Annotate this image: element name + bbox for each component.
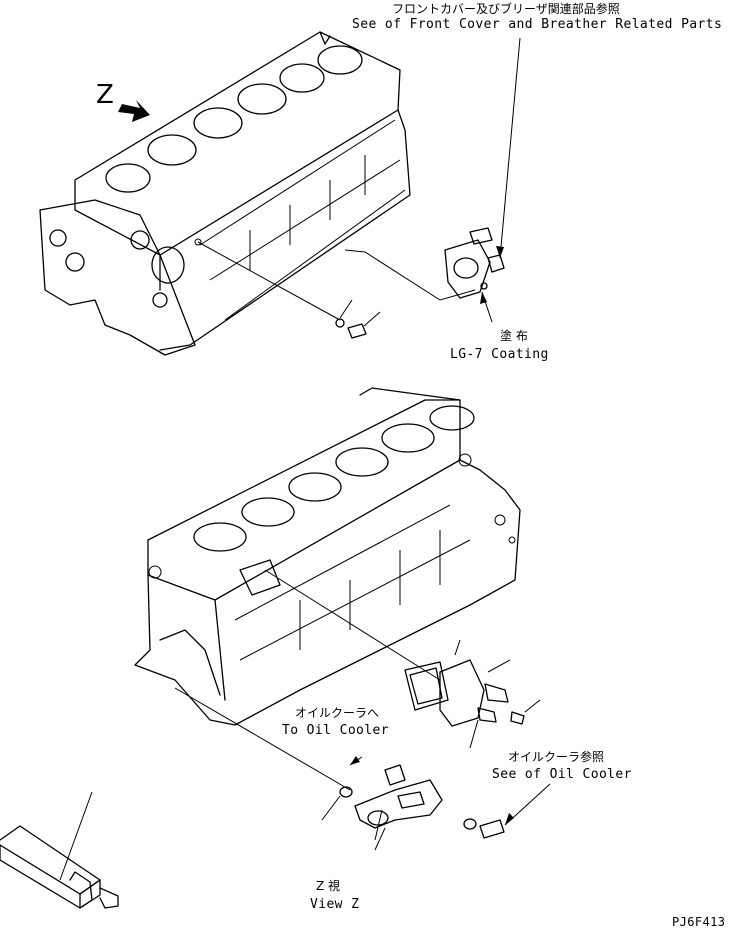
drawing-code: PJ6F413 (672, 915, 726, 929)
lower-cylinder-block (134, 387, 521, 726)
upper-leaders (118, 37, 521, 323)
lower-oil-parts (174, 569, 551, 851)
view-z-detail (0, 791, 119, 909)
coating-label-en: LG-7 Coating (450, 347, 549, 362)
z-view-marker: Z (96, 80, 114, 110)
to-oil-cooler-jp: オイルクーラへ (295, 706, 380, 720)
view-z-label-en: View Z (310, 897, 360, 912)
oil-cooler-ref-jp: オイルクーラ参照 (508, 750, 605, 764)
view-z-label-jp: Z 視 (316, 879, 341, 893)
front-cover-ref-jp: フロントカバー及びブリーザ関連部品参照 (392, 2, 620, 16)
upper-breather-parts (197, 227, 505, 339)
upper-cylinder-block (39, 31, 411, 356)
coating-label-jp: 塗 布 (500, 329, 528, 343)
front-cover-ref-en: See of Front Cover and Breather Related … (352, 17, 723, 32)
oil-cooler-ref-en: See of Oil Cooler (492, 767, 632, 782)
to-oil-cooler-en: To Oil Cooler (282, 723, 389, 738)
